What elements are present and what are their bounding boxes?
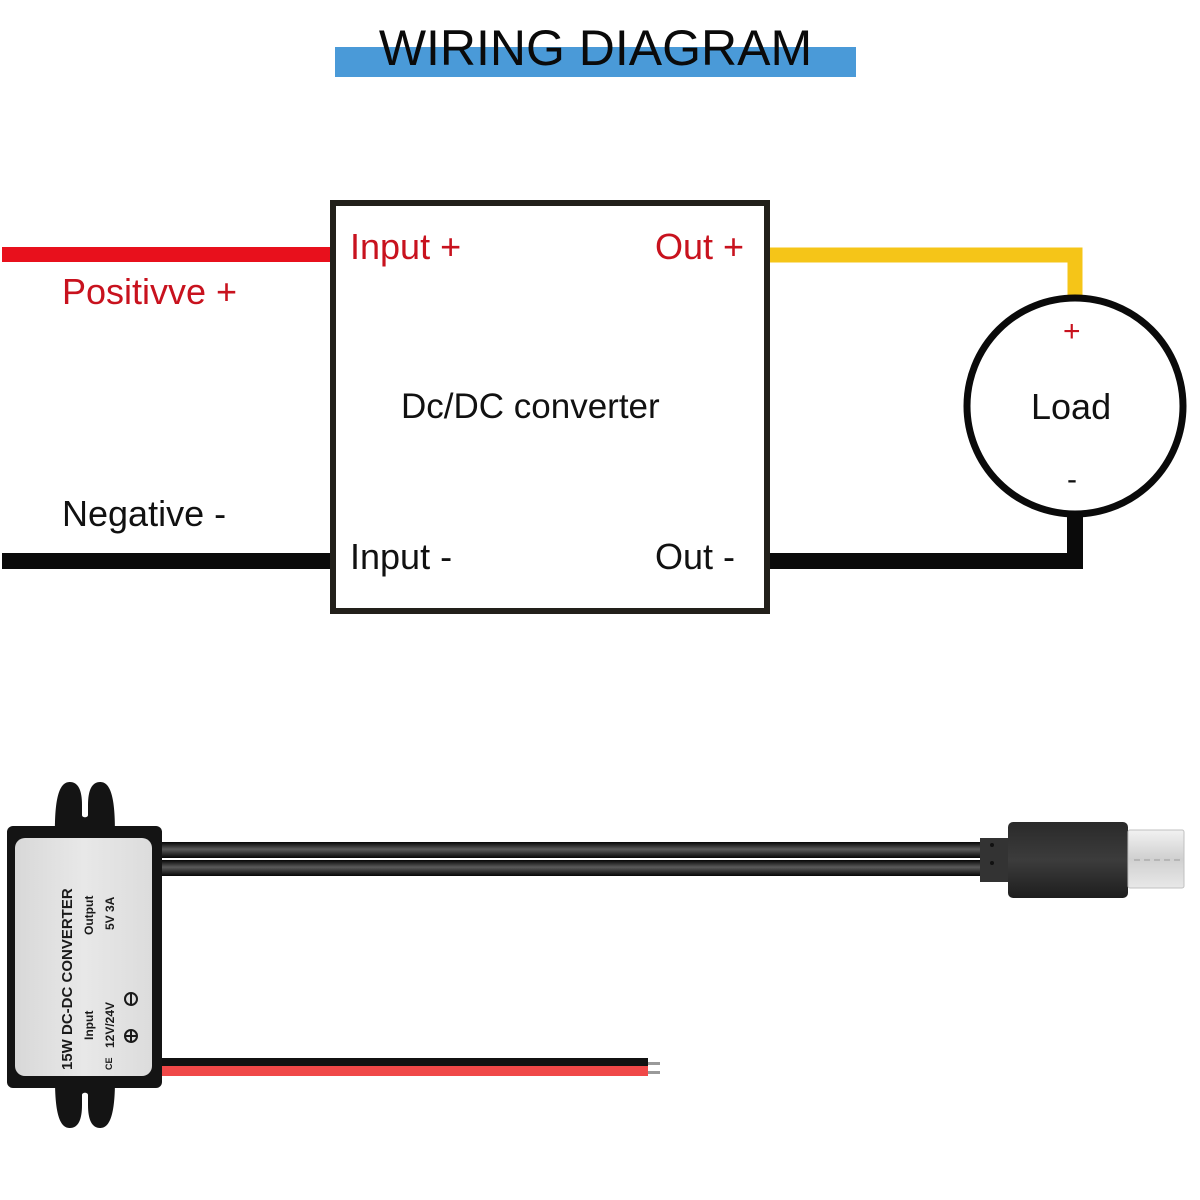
converter-box: [330, 200, 770, 614]
positive-input-wire: [2, 247, 332, 262]
mounting-ears: [55, 782, 115, 1128]
negative-wire-label: Negative -: [62, 493, 227, 534]
load-plus-label: +: [1063, 315, 1081, 348]
module-output-rating-text: 5V 3A: [103, 896, 117, 930]
output-negative-wire: [768, 515, 1083, 569]
module-output-label-text: Output: [82, 896, 96, 935]
output-positive-wire: [768, 247, 1083, 300]
out-plus-terminal-label: Out +: [655, 226, 745, 267]
plus-terminal-icon: [124, 1029, 138, 1043]
load-circle: [963, 294, 1187, 518]
load-label: Load: [1031, 386, 1112, 427]
module-input-voltage-text: 12V/24V: [103, 1002, 117, 1048]
positive-wire-label: Positivve +: [62, 271, 238, 312]
ce-mark-icon: CE: [104, 1057, 114, 1070]
converter-module-label: [15, 838, 152, 1076]
input-cable: [158, 1058, 660, 1076]
input-plus-terminal-label: Input +: [350, 226, 462, 267]
converter-name-label: Dc/DC converter: [401, 387, 660, 426]
input-minus-terminal-label: Input -: [350, 536, 453, 577]
usb-c-connector: [980, 822, 1185, 898]
output-cable: [158, 842, 988, 876]
load-minus-label: -: [1067, 463, 1077, 496]
module-model-text: 15W DC-DC CONVERTER: [59, 888, 76, 1070]
page-title: WIRING DIAGRAM: [378, 20, 813, 76]
module-input-label-text: Input: [82, 1011, 96, 1040]
minus-terminal-icon: [124, 992, 138, 1006]
out-minus-terminal-label: Out -: [655, 536, 736, 577]
title-highlight-bar: [335, 47, 856, 77]
negative-input-wire: [2, 553, 332, 569]
